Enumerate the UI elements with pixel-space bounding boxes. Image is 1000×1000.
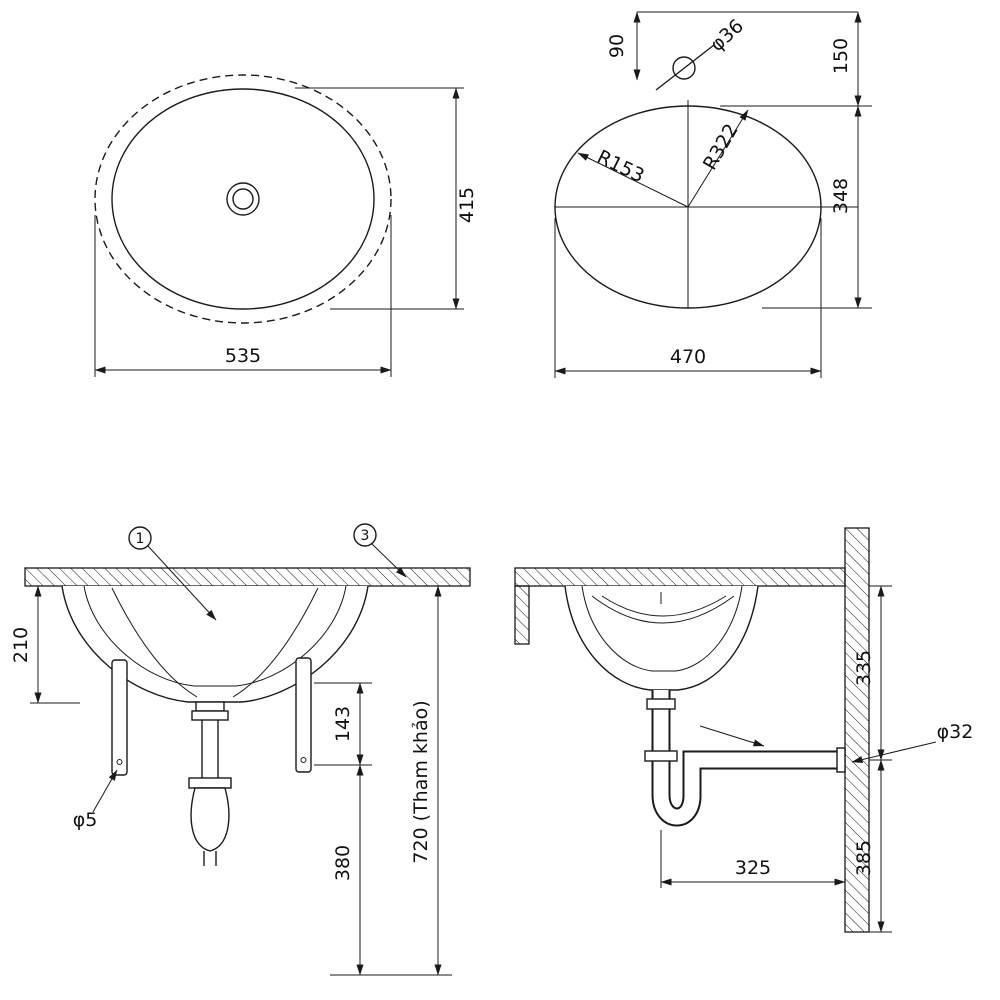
countertop-side [514,567,846,587]
dim-bowl-height: 348 [830,178,852,214]
callout-3: 3 [361,528,370,544]
plan-drain-inner [232,188,254,210]
bracket-right [295,657,312,773]
countertop-front [24,567,471,587]
drain-nut [191,710,229,721]
view-bowl-top: 90 φ36 R153 R322 150 348 470 [554,11,872,378]
label-radius-inner: R153 [594,146,648,187]
faucet-hole [672,56,696,80]
dim-side-lower: 385 [853,840,875,876]
plan-dimensions: 415 535 [94,87,478,377]
view-side-section: φ32 335 385 325 [514,527,974,933]
view-front-section: 1 3 210 143 380 720 (Tham khảo) φ5 [10,523,471,976]
dim-side-upper: 335 [853,650,875,686]
front-dimensions: 210 143 380 720 (Tham khảo) [10,585,452,976]
plan-drain-outer [226,182,260,216]
trap-nut-front [188,777,232,789]
callout-3-circle [353,523,377,547]
dim-front-bracket: 143 [332,706,354,742]
side-dimensions: 335 385 325 [660,585,892,933]
dim-front-total: 720 (Tham khảo) [410,700,432,863]
basin-far-rim-outer [591,595,735,624]
view-plan-top: 415 535 [94,74,478,377]
basin-outer-front [61,585,369,703]
dim-bowl-width: 470 [670,346,706,368]
label-pipe-dia: φ32 [937,721,974,743]
bracket-left [111,659,128,776]
label-radius-outer: R322 [699,120,743,174]
wall-pipe-flange [836,747,846,773]
drain-flange [195,701,225,712]
wall-section [844,527,870,933]
pipe-pointer-arrow [699,725,765,747]
label-faucet-hole-dia: φ36 [706,15,748,56]
label-bracket-hole-dia: φ5 [73,809,98,831]
p-trap-pipe-inner [653,690,845,825]
callout-1: 1 [136,531,145,547]
basin-contour-right [232,587,319,698]
basin-far-rim-inner [601,595,727,617]
bowl-dimensions: 150 348 470 [554,11,872,378]
trap-body-front [190,787,230,852]
tailpipe-nut-lower [644,750,678,762]
dim-plan-height: 415 [456,187,478,223]
dim-hole-offset: 90 [606,34,628,58]
basin-inner-side [581,585,743,672]
tailpipe-nut-upper [646,698,676,710]
basin-contour-left [111,587,198,698]
dim-plan-width: 535 [225,345,261,367]
plan-basin-outline [111,88,375,310]
callout-1-circle [128,526,152,550]
plan-rim-dashed [94,74,392,324]
dim-front-depth: 210 [10,627,32,663]
dim-bowl-top: 150 [830,38,852,74]
dim-front-drain: 380 [332,845,354,881]
basin-inner-front [83,585,347,687]
bracket-right-hole [300,757,307,763]
counter-apron [514,585,530,645]
bracket-left-hole [116,759,123,765]
dim-side-trap: 325 [735,857,771,879]
